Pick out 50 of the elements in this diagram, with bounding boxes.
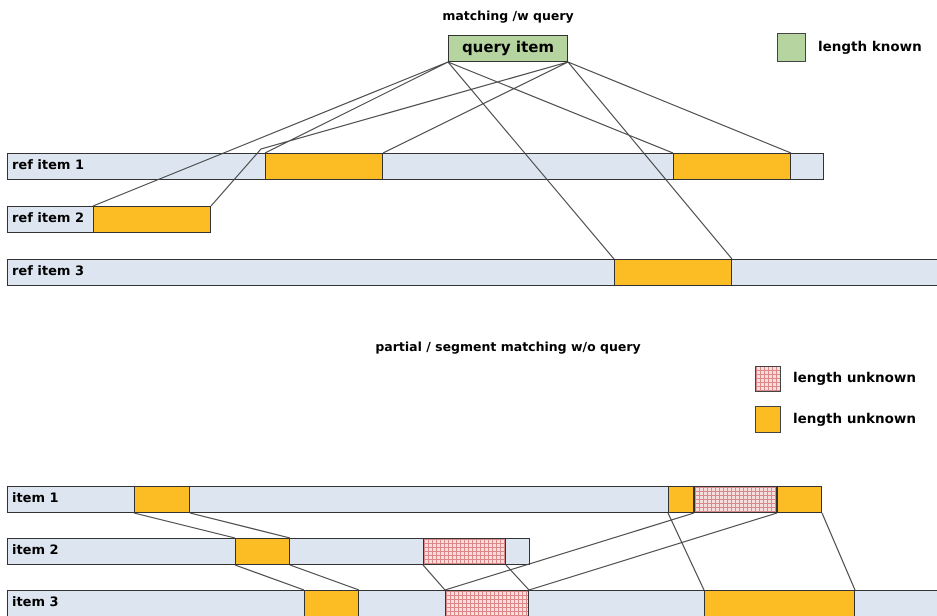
segment-bar (668, 486, 694, 514)
connector-line (134, 512, 236, 539)
segment-bar (704, 590, 855, 616)
segment-bar (304, 590, 359, 616)
connector-line (444, 512, 694, 591)
connector-line (190, 512, 290, 539)
segment-bar (92, 206, 211, 234)
connector-line (528, 512, 778, 591)
item-bar (7, 590, 937, 616)
item-bar (7, 486, 822, 513)
query-box (448, 35, 568, 62)
legend-label: length unknown (793, 370, 916, 386)
section-title: matching /w query (442, 8, 574, 23)
connector-line (822, 512, 856, 590)
item-bar (7, 259, 937, 286)
hatched-segment (694, 486, 777, 514)
connector-line (668, 512, 704, 590)
connector-line (234, 564, 304, 591)
connector-line (290, 564, 360, 591)
section-title: partial / segment matching w/o query (375, 339, 641, 354)
segment-bar (672, 152, 791, 180)
connector-line (448, 62, 674, 154)
connector-line (264, 62, 448, 154)
connector-line (506, 564, 530, 590)
hatched-segment (422, 538, 506, 566)
item-label: ref item 2 (12, 211, 84, 226)
hatched-segment (444, 590, 529, 616)
item-label: item 2 (12, 543, 59, 558)
segment-bar (776, 486, 822, 514)
item-label: ref item 1 (12, 158, 84, 173)
segment-bar (264, 152, 383, 180)
segment-bar (614, 258, 732, 286)
connector-line (422, 564, 446, 590)
item-label: item 1 (12, 491, 59, 506)
item-bar (7, 153, 824, 180)
segment-bar (234, 538, 290, 566)
item-label: item 3 (12, 595, 59, 610)
item-bar (7, 206, 211, 233)
item-label: ref item 3 (12, 264, 84, 279)
legend-label: length known (818, 38, 922, 54)
connector-line (92, 62, 448, 206)
connector-line (382, 62, 568, 154)
connector-line (568, 62, 732, 260)
connector-line (448, 62, 614, 260)
connector-line (568, 62, 792, 154)
legend-label: length unknown (793, 410, 916, 426)
item-label: query item (460, 38, 556, 56)
segment-bar (134, 486, 190, 514)
item-bar (7, 538, 530, 565)
connector-line (210, 61, 568, 206)
